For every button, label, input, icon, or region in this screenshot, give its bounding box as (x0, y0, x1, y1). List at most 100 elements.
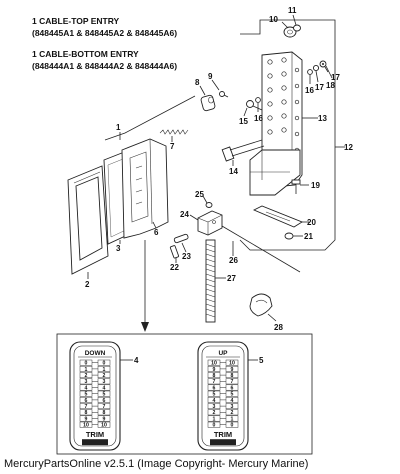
decal-up-scale-value: 3 (231, 404, 234, 410)
callout-13: 13 (318, 114, 327, 123)
decal-down-scale-value: 3 (85, 379, 88, 385)
decal-down-scale-value: 9 (103, 416, 106, 422)
decal-up-scale-value: 5 (231, 392, 234, 398)
callout-28: 28 (274, 323, 283, 332)
leader-25 (202, 195, 208, 204)
bottom-entry-title: 1 CABLE-BOTTOM ENTRY (32, 49, 139, 59)
decal-down-scale-value: 4 (85, 385, 88, 391)
bezel-frame-2 (67, 165, 109, 275)
decal-down-scale-value: 2 (85, 373, 88, 379)
callout-14: 14 (229, 167, 238, 176)
callout-5: 5 (259, 356, 264, 365)
decal-up-scale-value: 7 (213, 379, 216, 385)
decal-down-scale-value: 8 (85, 410, 88, 416)
decal-up-footer: TRIM (214, 430, 232, 439)
decal-up-scale-value: 8 (213, 373, 216, 379)
leader-8 (199, 85, 206, 96)
callout-7: 7 (170, 142, 175, 151)
nut-11 (293, 24, 301, 32)
cable-26 (221, 225, 301, 273)
leader-28 (267, 313, 277, 322)
callout-23: 23 (182, 252, 191, 261)
decal-up-scale-value: 8 (231, 373, 234, 379)
block-24 (197, 210, 223, 236)
decal-up-scale-value: 10 (229, 361, 235, 367)
callout-21: 21 (304, 232, 313, 241)
callout-4: 4 (134, 356, 139, 365)
callout-27: 27 (227, 274, 236, 283)
leader-18 (325, 65, 333, 79)
decal-up-heading: UP (218, 350, 228, 357)
callout-16b: 16 (305, 86, 314, 95)
arrow-head-icon (141, 322, 149, 332)
decal-down-scale-value: 6 (85, 398, 88, 404)
leader-6 (152, 221, 157, 229)
callout-17a: 17 (315, 83, 324, 92)
callout-17b: 17 (331, 73, 340, 82)
decal-down-scale-value: 3 (103, 379, 106, 385)
decal-up-scale-value: 9 (213, 367, 216, 373)
decal-down-scale-value: 8 (103, 410, 106, 416)
leader-24 (189, 214, 199, 221)
decal-up-scale-value: 2 (213, 410, 216, 416)
callout-24: 24 (180, 210, 189, 219)
decal-up-scale-value: 10 (211, 361, 217, 367)
washer-10 (283, 26, 297, 38)
decal-down-scale-value: 7 (103, 404, 106, 410)
callout-3: 3 (116, 244, 121, 253)
decal-down-footer: TRIM (86, 430, 104, 439)
mounting-plate (249, 51, 303, 196)
footer-copyright: MercuryPartsOnline v2.5.1 (Image Copyrig… (4, 458, 309, 470)
callout-12: 12 (344, 143, 353, 152)
washer-16 (255, 97, 261, 103)
bottom-entry-models: (848444A1 & 848444A2 & 848444A6) (32, 61, 178, 71)
pin-22 (169, 245, 180, 259)
decal-down-heading: DOWN (85, 350, 106, 357)
decal-down-scale-value: 4 (103, 385, 106, 391)
decal-up-scale-value: 7 (231, 379, 234, 385)
nut-stack-16-17-18 (307, 60, 327, 75)
decal-down-scale-value: 7 (85, 404, 88, 410)
callout-2: 2 (85, 280, 90, 289)
decal-down-scale-value: 0 (85, 361, 88, 367)
callout-8: 8 (195, 78, 200, 87)
housing-group-bracket (104, 95, 196, 141)
callout-10: 10 (269, 15, 278, 24)
leader-15 (243, 107, 248, 117)
bolt-14 (221, 139, 265, 162)
decal-up-scale-value: 4 (231, 398, 234, 404)
plate-20 (252, 205, 303, 228)
decal-down-scale-value: 1 (103, 367, 106, 373)
callout-26: 26 (229, 256, 238, 265)
leader-9 (211, 79, 220, 91)
callout-9: 9 (208, 72, 213, 81)
decal-up-scale-value: 4 (213, 398, 216, 404)
decal-group-box (56, 333, 313, 455)
nut-21 (284, 232, 294, 240)
leader-17a (315, 70, 319, 83)
decal-up-scale-value: 6 (213, 385, 216, 391)
decal-up-scale-value: 2 (231, 410, 234, 416)
decal-up-scale-value: 0 (213, 423, 216, 429)
knob-28 (249, 293, 273, 317)
decal-up-scale-value: 5 (213, 392, 216, 398)
decal-up-scale-value: 6 (231, 385, 234, 391)
decal-down-scale-value: 5 (103, 392, 106, 398)
callout-19: 19 (311, 181, 320, 190)
decal-down-scale-value: 5 (85, 392, 88, 398)
decal-down-scale-value: 2 (103, 373, 106, 379)
callout-16a: 16 (254, 114, 263, 123)
leader-11 (292, 14, 297, 26)
decal-down-scale-value: 1 (85, 367, 88, 373)
screw-25 (205, 202, 213, 208)
callout-22: 22 (170, 263, 179, 272)
decal-down-scale-value: 10 (83, 423, 89, 429)
callout-11: 11 (288, 6, 297, 15)
spacer-8 (200, 94, 216, 112)
